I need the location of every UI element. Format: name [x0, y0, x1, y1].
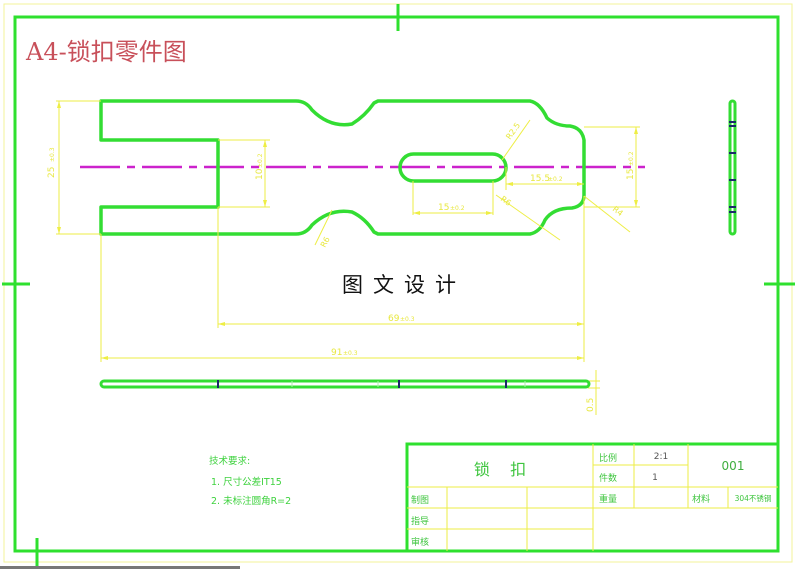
dimension-arrows [57, 101, 638, 360]
tech-requirement-item: 1. 尺寸公差IT15 [211, 477, 282, 488]
svg-text:±0.2: ±0.2 [548, 176, 563, 183]
drawn-by-label: 制图 [411, 496, 430, 506]
quantity-value: 1 [652, 473, 658, 483]
svg-text:R2.5: R2.5 [504, 121, 522, 141]
bottom-strip [0, 566, 240, 569]
part-front-view [99, 379, 591, 389]
material-value: 304不锈钢 [734, 494, 772, 503]
guided-by-label: 指导 [411, 517, 430, 527]
quantity-label: 件数 [599, 474, 618, 484]
centering-marks [2, 4, 795, 566]
part-side-view [728, 99, 737, 236]
scale-label: 比例 [599, 454, 618, 464]
material-label: 材料 [692, 495, 711, 505]
svg-text:91: 91 [331, 348, 342, 358]
side-view-hidden-marks [729, 121, 736, 213]
part-name: 锁 扣 [473, 460, 527, 479]
svg-text:±0.3: ±0.3 [49, 147, 56, 162]
svg-text:±0.2: ±0.2 [257, 153, 264, 168]
front-view-hidden-marks [217, 380, 507, 388]
svg-text:15: 15 [438, 203, 449, 213]
svg-text:±0.2: ±0.2 [450, 205, 465, 212]
front-view-tangent-marks [291, 381, 526, 387]
svg-text:R6: R6 [319, 235, 332, 249]
svg-text:15.5: 15.5 [530, 174, 550, 184]
drawing-title: A4-锁扣零件图 [26, 38, 187, 66]
dimension-texts: 25 ±0.3 10 ±0.2 15 ±0.2 R2.5 15.5 ±0.2 1… [47, 121, 636, 412]
svg-text:25: 25 [47, 167, 57, 178]
svg-text:±0.3: ±0.3 [400, 316, 415, 323]
dimension-lines [56, 100, 640, 415]
svg-text:69: 69 [388, 314, 400, 324]
drawing-number: 001 [721, 459, 745, 473]
svg-text:15: 15 [626, 169, 636, 180]
tech-requirements-heading: 技术要求: [209, 456, 251, 467]
svg-text:10: 10 [255, 168, 265, 180]
svg-text:±0.3: ±0.3 [343, 350, 358, 357]
watermark: 图文设计 [324, 268, 484, 302]
reviewed-by-label: 审核 [411, 538, 430, 548]
weight-label: 重量 [599, 495, 618, 505]
svg-text:±0.2: ±0.2 [628, 151, 635, 166]
tech-requirement-item: 2. 未标注圆角R=2 [211, 496, 292, 507]
scale-value: 2:1 [653, 452, 669, 462]
title-block-frame [405, 442, 780, 553]
svg-text:0.5: 0.5 [586, 398, 596, 412]
